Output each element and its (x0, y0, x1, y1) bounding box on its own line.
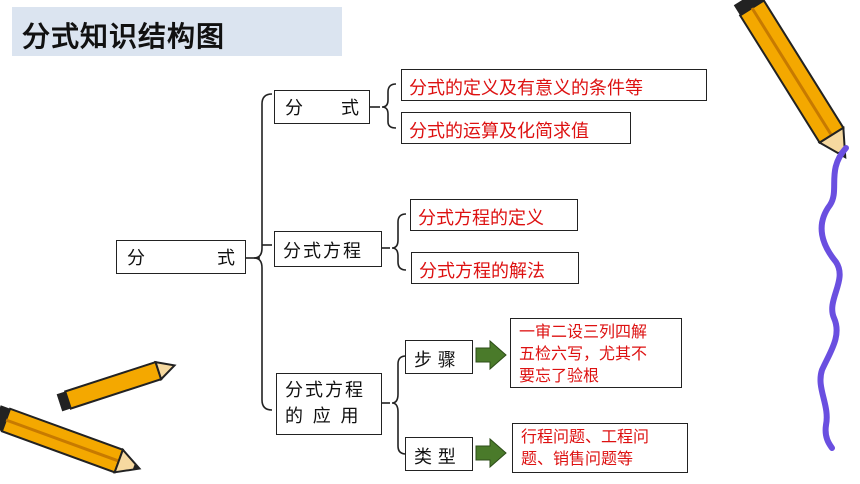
root-char-1: 分 (127, 248, 145, 269)
pencil-icon (56, 360, 177, 412)
root-node: 分 式 (116, 240, 246, 274)
branch-fangcheng: 分式方程 (274, 231, 382, 267)
fangcheng-item-2: 分式方程的解法 (411, 252, 579, 284)
types-detail: 行程问题、工程问 题、销售问题等 (512, 423, 688, 473)
arrow-steps (475, 339, 507, 371)
title-banner: 分式知识结构图 (12, 7, 342, 56)
steps-detail-line-2: 五检六写，尤其不 (519, 344, 648, 363)
branch-yingyong-line-1: 分式方程 (285, 380, 365, 401)
arrow-types (475, 437, 507, 469)
page-title: 分式知识结构图 (22, 20, 226, 53)
steps-detail-line-1: 一审二设三列四解 (519, 322, 648, 341)
types-detail-line-1: 行程问题、工程问 (521, 427, 650, 446)
pencil-icon (0, 405, 142, 474)
steps-detail: 一审二设三列四解 五检六写，尤其不 要忘了验根 (510, 318, 682, 388)
fenshi-item-1: 分式的定义及有意义的条件等 (401, 69, 707, 101)
steps-label: 步 骤 (405, 340, 473, 374)
steps-detail-line-3: 要忘了验根 (519, 366, 600, 385)
fenshi-item-2: 分式的运算及化简求值 (401, 112, 631, 144)
fangcheng-item-1: 分式方程的定义 (410, 199, 578, 231)
branch-fenshi-char-2: 式 (341, 98, 359, 119)
types-label: 类 型 (405, 437, 473, 471)
branch-fenshi-char-1: 分 (285, 98, 303, 119)
branch-yingyong: 分式方程 的 应 用 (276, 373, 382, 435)
types-detail-line-2: 题、销售问题等 (521, 449, 634, 468)
squiggle-icon (817, 145, 849, 451)
root-char-2: 式 (217, 248, 235, 269)
branch-fenshi: 分 式 (274, 90, 370, 124)
branch-yingyong-line-2: 的 应 用 (285, 406, 361, 427)
pencil-icon (733, 0, 847, 160)
